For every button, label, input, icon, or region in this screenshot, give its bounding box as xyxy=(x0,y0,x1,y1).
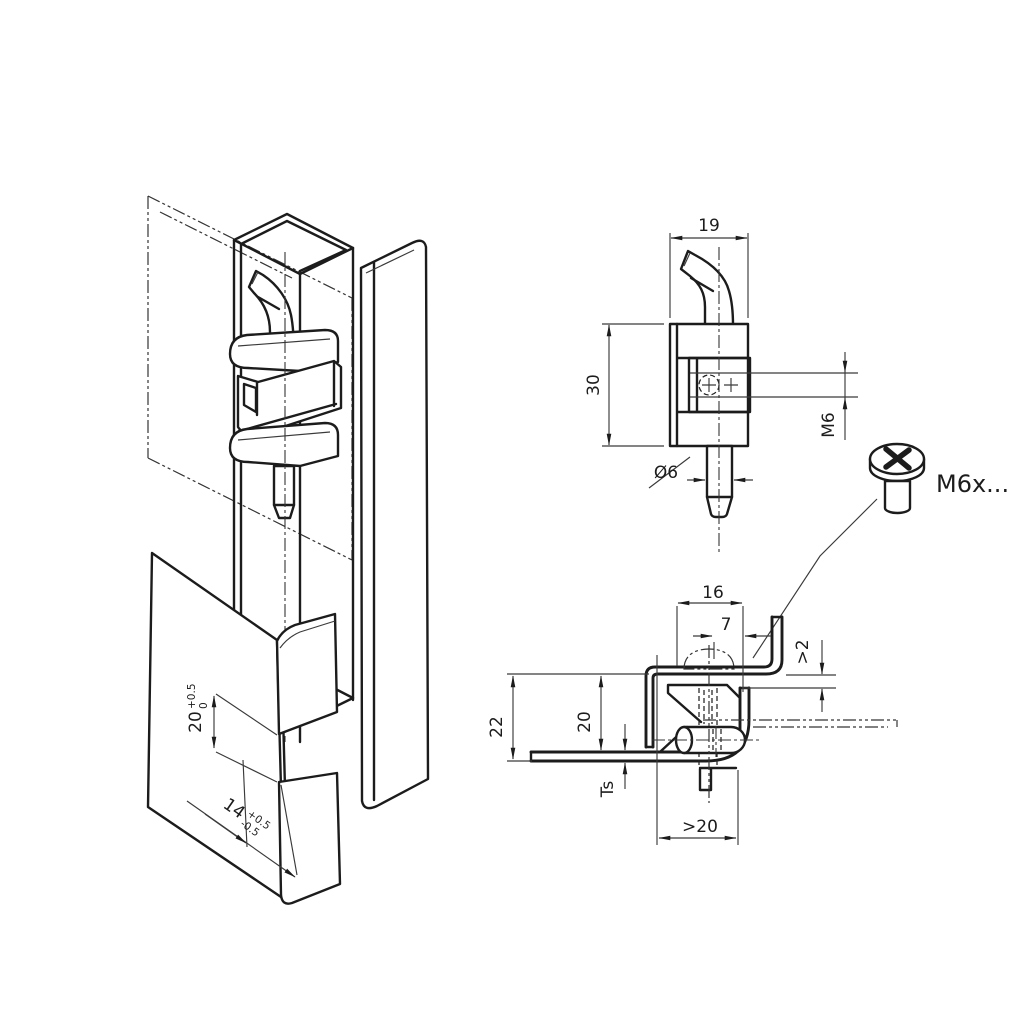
front-extension-lines xyxy=(602,233,858,489)
nut-window xyxy=(687,356,752,414)
lower-band-inner-edge xyxy=(237,431,331,441)
door-plane-phantom xyxy=(703,719,898,728)
dim-22: 22 xyxy=(487,716,507,738)
pin-lever-cap-line xyxy=(251,271,259,285)
dim-7-text: 7 xyxy=(721,615,732,635)
frame-channel-top-opening xyxy=(232,212,355,276)
screw-callout: M6x... xyxy=(752,442,1009,659)
dim-22-text: 22 xyxy=(487,716,507,738)
section-body-edges xyxy=(659,683,741,770)
cutout-height-tol-lower: 0 xyxy=(198,702,210,709)
phillips-cross-icon xyxy=(883,446,912,471)
dim-30-text: 30 xyxy=(584,374,604,396)
door-flange-top-tab xyxy=(275,612,339,736)
front-lever-crease xyxy=(689,276,715,293)
upper-band-inner-edge xyxy=(237,338,331,347)
hole-center-crosses xyxy=(702,378,738,392)
mounted-section-view: 16 7 >2 22 20 Ts >20 xyxy=(487,583,898,845)
pin-lever-crease xyxy=(256,295,281,311)
dim-gt20-text: >20 xyxy=(682,817,718,837)
screw-leader-line xyxy=(752,498,878,659)
dim-19-text: 19 xyxy=(698,216,720,236)
dim-m6: M6 xyxy=(819,412,839,437)
dim-m6-text: M6 xyxy=(819,412,839,437)
dim-16-text: 16 xyxy=(702,583,724,603)
dim-20: 20 xyxy=(575,711,595,733)
hinge-body-lower-band xyxy=(228,421,340,468)
cutout-extension-lines xyxy=(215,693,298,876)
dim-ts: Ts xyxy=(598,781,618,799)
hinge-strap-edges xyxy=(245,360,338,431)
cutout-width-dim-arrow xyxy=(204,813,247,844)
cutout-height-tol-upper: +0.5 xyxy=(186,684,198,710)
screw-shank xyxy=(883,479,912,515)
dim-20-text: 20 xyxy=(575,711,595,733)
cutout-height-text: 20 xyxy=(186,711,206,733)
front-pin-bottom xyxy=(705,444,734,519)
cutout-height-dim: 20 +0.5 0 xyxy=(186,684,210,733)
dim-ts-text: Ts xyxy=(598,781,618,799)
frame-bracket-outer xyxy=(651,615,784,749)
front-lever-cap-line xyxy=(683,252,691,267)
screw-label: M6x... xyxy=(936,470,1009,498)
section-extension-lines xyxy=(507,606,836,845)
dim-dia6-text: Ø6 xyxy=(654,463,678,483)
top-tab-bend-line xyxy=(279,620,336,649)
cylinder-centerlines xyxy=(652,726,760,757)
frame-bracket-caps xyxy=(644,615,784,749)
frame-flange-plate xyxy=(359,239,430,810)
dim-30: 30 xyxy=(584,374,604,396)
frame-channel-edges xyxy=(232,238,355,744)
dim-gt2-text: >2 xyxy=(793,639,813,664)
hinge-front-view: 19 30 M6 Ø6 xyxy=(584,216,858,552)
door-cutout-view: 20 +0.5 0 14 +0.5 -0.5 xyxy=(146,551,342,905)
frame-flange-top-edge xyxy=(365,249,415,274)
iso-pin-bottom xyxy=(272,464,296,520)
section-screw-tip xyxy=(698,767,713,792)
door-flange-bottom-tab xyxy=(277,771,342,905)
dim-gt2: >2 xyxy=(793,639,813,664)
